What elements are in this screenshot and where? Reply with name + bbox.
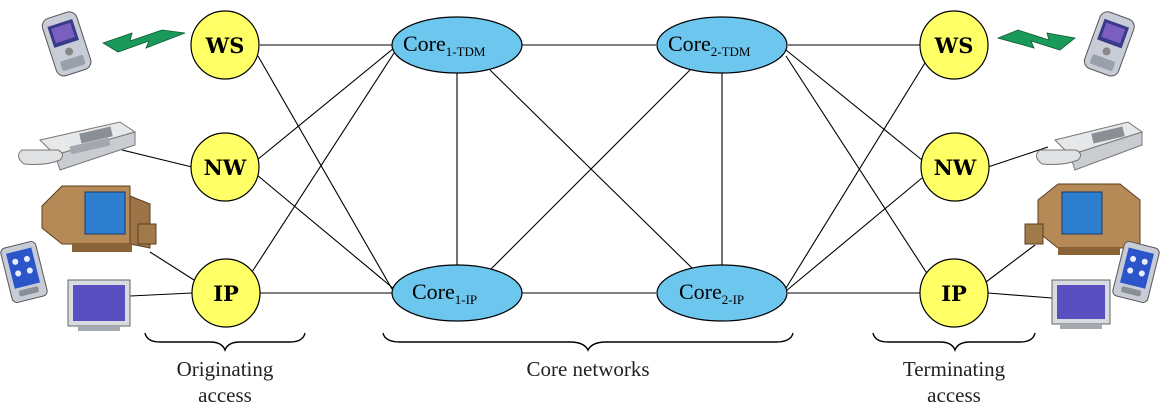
link-computer-ip-left — [149, 251, 195, 281]
link-ip-left-core1tdm — [251, 49, 397, 273]
core-node-1-tdm: Core1-TDM — [391, 16, 523, 74]
access-node-ip-right: IP — [919, 258, 989, 328]
link-core2ip-ws-right — [785, 57, 929, 289]
pda-icon — [1112, 241, 1160, 303]
link-ip-computer-right — [985, 244, 1036, 283]
access-node-label: IP — [941, 281, 967, 306]
originating-brace — [144, 332, 306, 352]
caption-line: access — [927, 383, 981, 407]
link-ws-left-core1ip — [257, 55, 393, 290]
access-node-label: WS — [205, 33, 245, 58]
link-nw-left-core1ip — [256, 174, 395, 290]
wireless-bolt-icon — [996, 29, 1076, 51]
access-node-nw-right: NW — [920, 132, 990, 202]
access-node-label: NW — [934, 155, 977, 180]
core-node-label: Core1-IP — [412, 279, 477, 307]
link-core2tdm-nw-right — [785, 49, 923, 161]
core-node-label: Core1-TDM — [403, 31, 486, 59]
link-monitor-ip-left — [129, 292, 193, 297]
core-node-2-tdm: Core2-TDM — [656, 16, 788, 74]
core-brace — [382, 332, 794, 352]
access-node-ip-left: IP — [191, 258, 261, 328]
link-nw-left-core1tdm — [256, 47, 395, 161]
originating-access-caption: Originating access — [177, 357, 274, 407]
desk-phone-icon — [18, 121, 137, 171]
mobile-phone-icon — [1083, 11, 1135, 77]
link-ip-monitor-right — [987, 292, 1053, 299]
access-node-ws-left: WS — [190, 10, 260, 80]
access-node-label: NW — [204, 155, 247, 180]
link-deskphone-nw-left — [121, 149, 193, 168]
links — [121, 44, 1053, 299]
wireless-bolt-icon — [102, 29, 186, 53]
core-node-label: Core2-TDM — [668, 31, 751, 59]
monitor-icon — [1051, 279, 1111, 329]
link-core1tdm-core2ip — [489, 69, 695, 271]
access-node-nw-left: NW — [190, 132, 260, 202]
pda-icon — [0, 241, 48, 303]
link-core2tdm-ip-right — [785, 55, 929, 276]
core-networks-caption: Core networks — [526, 357, 649, 381]
link-core2tdm-core1ip — [489, 69, 691, 271]
access-node-label: IP — [213, 281, 239, 306]
access-node-label: WS — [934, 33, 974, 58]
terminating-brace — [872, 332, 1036, 352]
caption-line: Terminating — [903, 357, 1006, 381]
mobile-phone-icon — [41, 11, 92, 77]
caption-line: Originating — [177, 357, 274, 381]
link-core2ip-nw-right — [785, 177, 923, 292]
core-node-1-ip: Core1-IP — [391, 264, 523, 322]
core-node-2-ip: Core2-IP — [656, 264, 788, 322]
caption-line: Core networks — [526, 357, 649, 381]
access-node-ws-right: WS — [919, 10, 989, 80]
terminating-access-caption: Terminating access — [903, 357, 1006, 407]
link-nw-deskphone-right — [987, 146, 1049, 168]
monitor-icon — [67, 279, 131, 331]
desktop-computer-icon — [41, 185, 157, 252]
caption-line: access — [198, 383, 252, 407]
desk-phone-icon — [1036, 121, 1144, 171]
desktop-computer-icon — [1024, 183, 1141, 255]
core-node-label: Core2-IP — [679, 279, 744, 307]
